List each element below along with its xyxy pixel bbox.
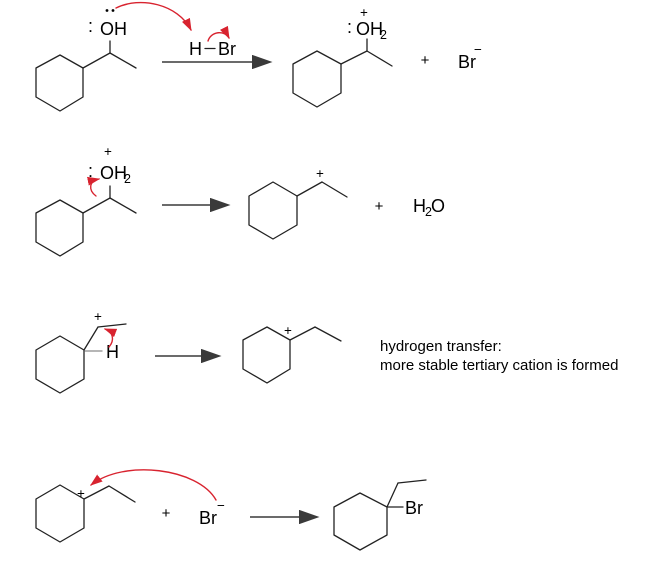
h2o-o-label: O: [431, 196, 445, 216]
step3-product-tertiary-cation: +: [242, 323, 342, 384]
h-label: H: [106, 342, 119, 362]
cyclohexane-ring: [35, 199, 84, 257]
ethyl-bond-2: [108, 485, 136, 503]
cation-methyl-bond: [321, 181, 348, 198]
c-methyl-bond: [109, 52, 137, 69]
oh2-subscript: 2: [124, 172, 131, 186]
step2-product-secondary-cation: +: [248, 166, 348, 240]
cyclohexane-ring: [248, 181, 298, 240]
h2o-h-label: H: [413, 196, 426, 216]
br-label: Br: [218, 39, 236, 59]
ethyl-bond-1: [289, 326, 316, 341]
bromide-ion-step4: Br −: [199, 498, 225, 528]
curved-arrow-hydride-shift: [103, 328, 118, 348]
cyclohexane-ring: [292, 50, 342, 108]
positive-charge: +: [316, 166, 324, 181]
positive-charge: +: [284, 323, 292, 338]
curved-arrow-bromide-to-cation: [90, 469, 217, 501]
ring-to-cation-bond: [296, 181, 323, 197]
lone-pair-dot: [105, 9, 109, 12]
cyclohexane-ring: [35, 335, 85, 394]
plus-separator: +: [375, 198, 384, 215]
br-label: Br: [458, 52, 476, 72]
hbr-reagent: H Br: [189, 25, 236, 59]
lone-pair-colon: :: [88, 161, 93, 181]
positive-charge: +: [104, 144, 112, 159]
oh2-subscript: 2: [380, 28, 387, 42]
ring-to-ch-bond: [82, 52, 111, 69]
cyclohexane-ring: [242, 326, 291, 384]
step1-reactant-alcohol: : OH: [35, 9, 137, 112]
oh-label: OH: [100, 19, 127, 39]
positive-charge: +: [94, 309, 102, 324]
negative-charge: −: [217, 498, 225, 513]
h2o-subscript: 2: [425, 205, 432, 219]
step4-tertiary-cation: +: [35, 484, 136, 543]
positive-charge: +: [360, 5, 368, 20]
positive-charge: +: [77, 486, 85, 501]
br-label: Br: [405, 498, 423, 518]
br-label: Br: [199, 508, 217, 528]
oh2-label: OH: [100, 163, 127, 183]
plus-separator: +: [162, 505, 171, 522]
cation-methyl-bond: [97, 323, 127, 328]
h-label: H: [189, 39, 202, 59]
lone-pair-colon: :: [88, 16, 93, 36]
curved-arrow-co-bond-to-o: [87, 176, 101, 197]
step2-reactant-oxocarbenium: + : OH 2: [35, 144, 137, 257]
c-methyl-bond: [109, 197, 137, 214]
step3-secondary-cation-with-h: + H: [35, 309, 127, 394]
water-molecule: H 2 O: [413, 196, 445, 219]
negative-charge: −: [474, 42, 482, 57]
cyclohexane-ring: [333, 492, 388, 551]
ethyl-bond-1: [83, 485, 110, 500]
ethyl-bond-2: [314, 326, 342, 342]
lone-pair-dot: [111, 9, 115, 12]
bromide-ion: Br −: [458, 42, 482, 72]
annotation-line-1: hydrogen transfer:: [380, 338, 502, 355]
ethyl-bond-1: [386, 482, 399, 508]
oh2-label: OH: [356, 19, 383, 39]
curved-arrow-hbr-bond-to-br: [207, 25, 230, 42]
hydrogen-transfer-annotation: hydrogen transfer: more stable tertiary …: [380, 338, 618, 374]
cyclohexane-ring: [35, 54, 84, 112]
c-methyl-bond: [366, 50, 393, 67]
ethyl-bond-2: [397, 479, 427, 484]
annotation-line-2: more stable tertiary cation is formed: [380, 357, 618, 374]
curved-arrow-lone-pair-to-h: [115, 1, 192, 32]
ring-to-ch-bond: [340, 50, 368, 65]
lone-pair-colon: :: [347, 17, 352, 37]
ring-to-cation-bond: [83, 326, 99, 351]
step1-product-oxocarbenium: + : OH 2: [292, 5, 393, 108]
ring-to-ch-bond: [82, 197, 111, 214]
plus-separator: +: [421, 52, 430, 69]
step4-product-bromocyclohexane: Br: [333, 479, 427, 551]
